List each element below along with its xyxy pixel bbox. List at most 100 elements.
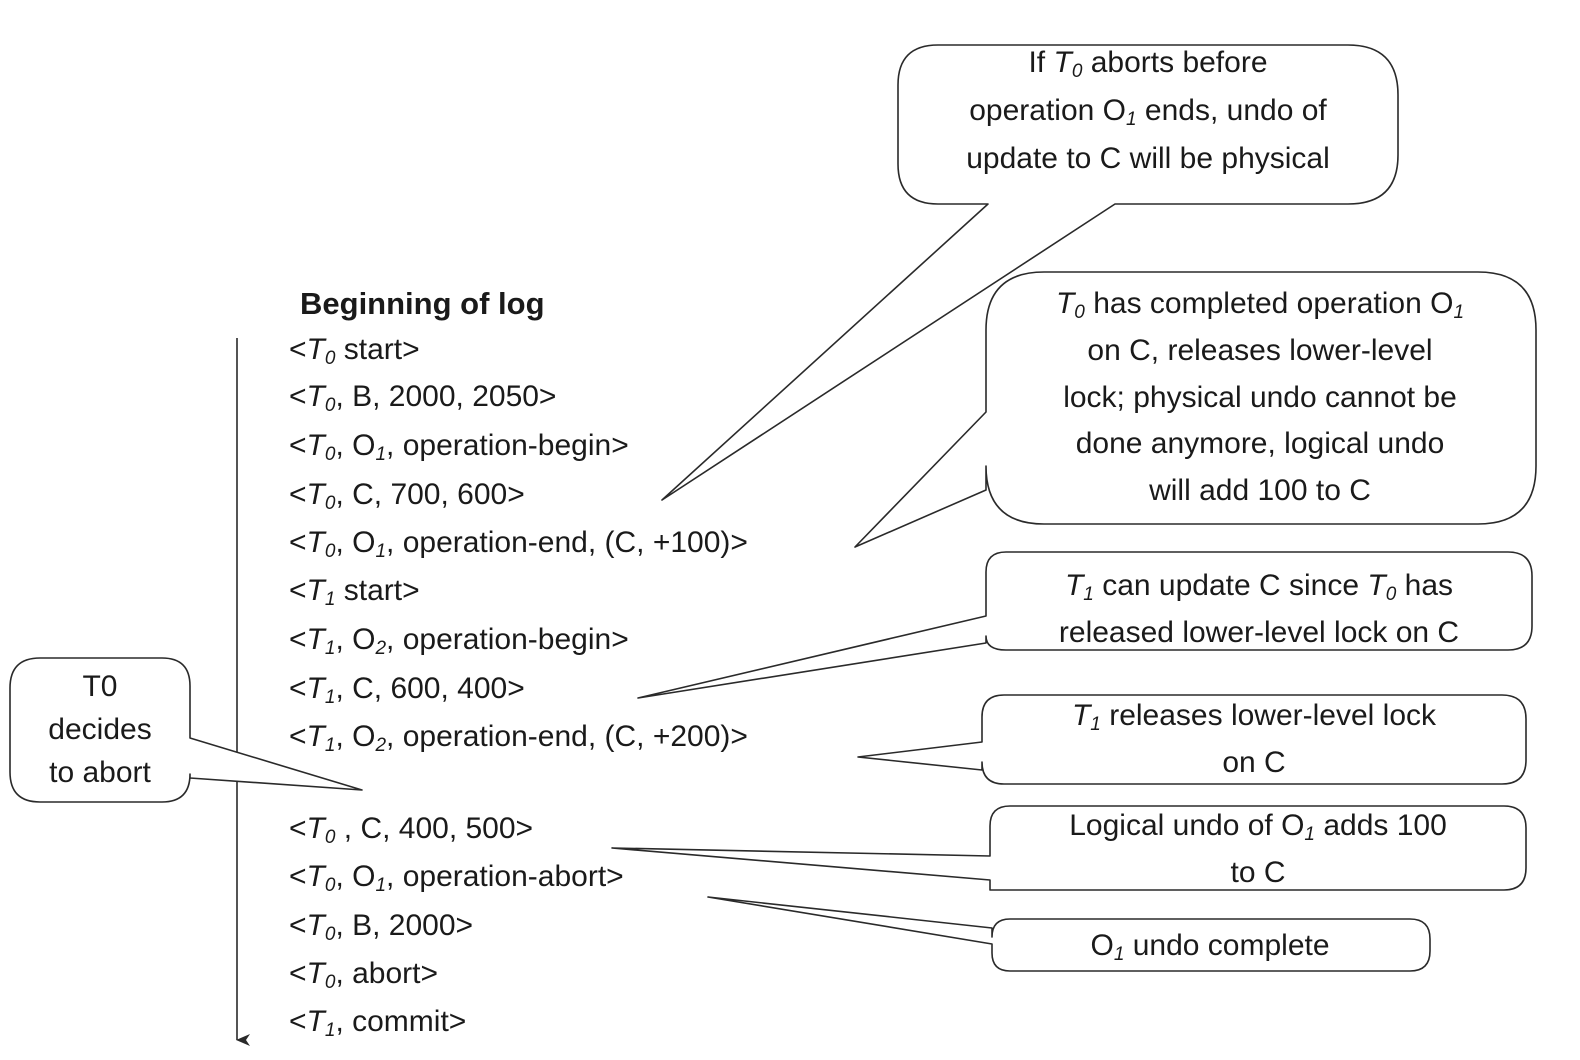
log-record-part: , C, 400, 500>	[335, 812, 533, 845]
log-record-part: T	[307, 478, 328, 511]
callout-t1-releases-lock-line: T1 releases lower-level lock	[1072, 699, 1437, 735]
log-record-part: <	[289, 380, 307, 413]
callout-logical-undo-o1-line-part: to C	[1230, 856, 1285, 889]
callout-t1-releases-lock-shape	[857, 694, 1527, 785]
callout-logical-undo-o1-line-part: adds 100	[1315, 809, 1447, 842]
callout-t0-decides-abort-line-part: decides	[48, 713, 151, 746]
callout-t1-releases-lock-line: on C	[1222, 746, 1285, 779]
callout-t1-can-update-c-line-part: 1	[1083, 584, 1094, 605]
log-record-part: 0	[325, 395, 336, 416]
log-record-part: 1	[375, 541, 386, 562]
callout-t0-abort-before-o1-ends-line-part: 0	[1072, 61, 1083, 82]
log-record-part: <	[289, 429, 307, 462]
log-record-part: , operation-begin>	[386, 623, 629, 656]
callout-t0-completed-o1-line-part: on C, releases lower-level	[1087, 334, 1432, 367]
callout-t0-abort-before-o1-ends-line-part: 1	[1126, 109, 1137, 130]
log-record: <T0 start>	[289, 333, 420, 369]
log-record-part: , abort>	[335, 957, 438, 990]
callout-logical-undo-o1-shape	[611, 805, 1527, 891]
callout-t0-abort-before-o1-ends-shape	[661, 44, 1399, 501]
callout-t0-abort-before-o1-ends-line-part: update to C will be physical	[966, 142, 1330, 175]
log-record-part: 0	[325, 924, 336, 945]
callout-t1-releases-lock-line-part: releases lower-level lock	[1101, 699, 1437, 732]
log-record-part: , O	[335, 623, 375, 656]
log-record-part: 0	[325, 972, 336, 993]
log-record-part: <	[289, 478, 307, 511]
log-record: <T0, O1, operation-begin>	[289, 429, 629, 465]
callout-t0-completed-o1-line-part: 0	[1074, 302, 1085, 323]
callout-t0-decides-abort-line: decides	[48, 713, 151, 746]
log-record-part: 0	[325, 493, 336, 514]
log-record-part: <	[289, 957, 307, 990]
log-record: <T1, O2, operation-begin>	[289, 623, 629, 659]
callout-t1-can-update-c-shape	[637, 551, 1533, 699]
callout-t1-can-update-c-line: T1 can update C since T0 has	[1065, 569, 1453, 605]
callout-t0-decides-abort-line-part: to abort	[49, 756, 151, 789]
log-record-part: <	[289, 623, 307, 656]
log-record-part: , O	[335, 429, 375, 462]
callout-t0-abort-before-o1-ends-line: If T0 aborts before	[1028, 46, 1267, 82]
log-record-part: , C, 600, 400>	[335, 672, 524, 705]
log-record-part: T	[307, 526, 328, 559]
log-record-part: , operation-begin>	[386, 429, 629, 462]
callout-t0-abort-before-o1-ends-line-part: operation O	[969, 94, 1126, 127]
callout-t1-can-update-c-line-part: T	[1065, 569, 1086, 602]
callout-t0-decides-abort-line: to abort	[49, 756, 151, 789]
log-record-part: 1	[325, 1020, 336, 1041]
log-record: <T0 , C, 400, 500>	[289, 812, 533, 848]
log-record: <T1, C, 600, 400>	[289, 672, 525, 708]
log-record: <T1 start>	[289, 574, 420, 610]
log-record-part: 0	[325, 827, 336, 848]
log-record-part: start>	[335, 574, 419, 607]
callout-t0-decides-abort-line: T0	[82, 670, 117, 703]
log-records: <T0 start><T0, B, 2000, 2050><T0, O1, op…	[289, 333, 748, 1041]
log-record: <T0, C, 700, 600>	[289, 478, 525, 514]
log-record-part: T	[307, 1005, 328, 1038]
log-record: <T1, O2, operation-end, (C, +200)>	[289, 720, 748, 756]
callout-t1-releases-lock-line-part: on C	[1222, 746, 1285, 779]
callout-t0-decides-abort-line-part: T0	[82, 670, 117, 703]
log-record-part: , operation-end, (C, +200)>	[386, 720, 748, 753]
callout-t0-completed-o1-line: done anymore, logical undo	[1076, 427, 1445, 460]
log-record-part: <	[289, 574, 307, 607]
callout-t0-completed-o1-line: T0 has completed operation O1	[1056, 287, 1464, 323]
callout-t1-can-update-c-line-part: can update C since	[1094, 569, 1368, 602]
log-record-part: , commit>	[335, 1005, 466, 1038]
log-record: <T0, abort>	[289, 957, 438, 993]
log-record-part: 1	[325, 589, 336, 610]
callout-t0-completed-o1-line-part: will add 100 to C	[1148, 474, 1371, 507]
callout-t1-can-update-c-line-part: released lower-level lock on C	[1059, 616, 1459, 649]
log-record-part: T	[307, 860, 328, 893]
log-heading: Beginning of log	[300, 286, 545, 321]
log-record-part: T	[307, 574, 328, 607]
log-record-part: <	[289, 672, 307, 705]
callout-t0-abort-before-o1-ends-line-part: ends, undo of	[1137, 94, 1328, 127]
callout-t0-completed-o1-line-part: has completed operation O	[1085, 287, 1454, 320]
callout-t1-can-update-c-line-part: has	[1396, 569, 1453, 602]
callout-t0-completed-o1-shape	[854, 271, 1537, 548]
log-record-part: T	[307, 720, 328, 753]
log-record: <T0, B, 2000, 2050>	[289, 380, 556, 416]
callout-logical-undo-o1-line: to C	[1230, 856, 1285, 889]
log-record-part: <	[289, 812, 307, 845]
callout-o1-undo-complete-shape	[707, 896, 1431, 972]
log-record-part: T	[307, 909, 328, 942]
log-record-part: T	[307, 380, 328, 413]
callout-o1-undo-complete-line-part: undo complete	[1124, 929, 1329, 962]
log-record-part: T	[307, 623, 328, 656]
log-record-part: <	[289, 333, 307, 366]
callout-t0-abort-before-o1-ends-line: operation O1 ends, undo of	[969, 94, 1327, 130]
callout-t1-releases-lock-line-part: T	[1072, 699, 1093, 732]
callout-o1-undo-complete-line: O1 undo complete	[1090, 929, 1329, 965]
log-record-part: , O	[335, 720, 375, 753]
log-record-part: , B, 2000>	[335, 909, 473, 942]
log-record-part: 1	[325, 638, 336, 659]
log-record-part: , O	[335, 860, 375, 893]
log-record: <T1, commit>	[289, 1005, 466, 1041]
callout-t0-decides-abort-shape	[9, 657, 363, 803]
log-record: <T0, B, 2000>	[289, 909, 473, 945]
log-record-part: 0	[325, 348, 336, 369]
log-record-part: 0	[325, 541, 336, 562]
